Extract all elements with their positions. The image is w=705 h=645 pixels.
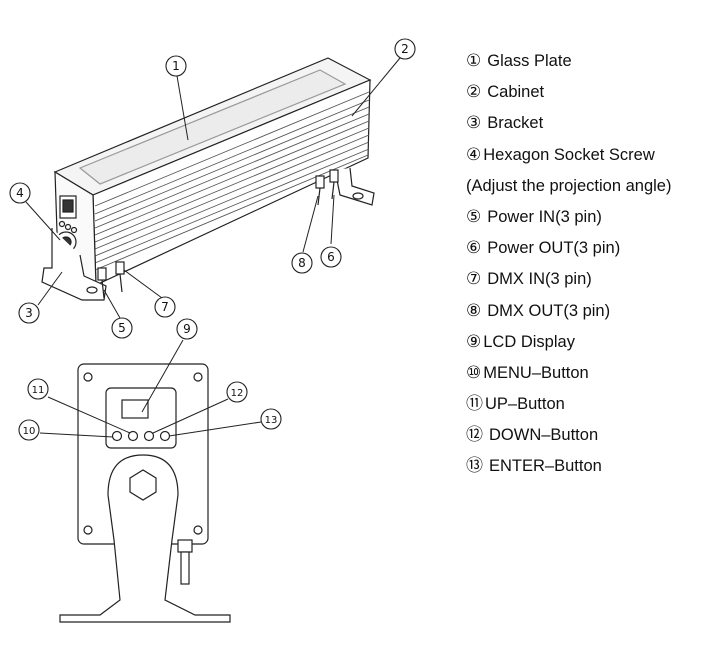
legend-item-dmx-in: ⑦ DMX IN(3 pin) <box>466 266 702 297</box>
callout-4: 4 <box>9 182 31 204</box>
legend-label: DOWN–Button <box>489 426 599 445</box>
legend-label: UP–Button <box>485 395 565 414</box>
end-panel-view <box>59 363 231 623</box>
callout-6: 6 <box>320 246 342 268</box>
legend-label: DMX IN(3 pin) <box>487 270 592 289</box>
legend-number: ⑨ <box>466 331 482 352</box>
legend-label: DMX OUT(3 pin) <box>487 301 611 320</box>
callout-10: 10 <box>18 419 40 441</box>
legend-number: ⑥ <box>466 238 482 259</box>
svg-text:13: 13 <box>265 415 278 426</box>
callout-8: 8 <box>291 252 313 274</box>
fixture-body <box>41 57 375 301</box>
legend-item-cabinet: ② Cabinet <box>466 79 702 110</box>
legend-number: ⑦ <box>466 269 482 290</box>
svg-text:5: 5 <box>118 321 126 335</box>
svg-text:8: 8 <box>298 256 306 270</box>
legend-item-enter-button: ⑬ ENTER–Button <box>466 453 702 484</box>
legend-item-glass-plate: ① Glass Plate <box>466 48 702 79</box>
svg-text:12: 12 <box>231 388 244 399</box>
legend-item-power-out: ⑥ Power OUT(3 pin) <box>466 235 702 266</box>
bracket <box>41 228 107 301</box>
svg-text:11: 11 <box>32 385 45 396</box>
callout-12: 12 <box>226 381 248 403</box>
legend-item-power-in: ⑤ Power IN(3 pin) <box>466 204 702 235</box>
callout-2: 2 <box>394 38 416 60</box>
legend-item-down-button: ⑫ DOWN–Button <box>466 422 702 453</box>
callout-3: 3 <box>18 302 40 324</box>
connectors-left <box>97 261 125 299</box>
callouts: 1 2 3 4 5 6 7 8 9 10 11 12 13 <box>9 38 416 441</box>
legend-item-bracket: ③ Bracket <box>466 110 702 141</box>
legend-label: Cabinet <box>487 83 545 102</box>
callout-1: 1 <box>165 55 187 77</box>
legend-item-note: (Adjust the projection angle) <box>466 173 702 204</box>
legend-label: ENTER–Button <box>489 457 602 476</box>
legend-number: ⑫ <box>466 425 483 446</box>
legend-label: Glass Plate <box>487 52 572 70</box>
down-button <box>143 430 155 442</box>
svg-text:6: 6 <box>327 250 335 264</box>
legend-number: ⑪ <box>466 394 483 415</box>
legend-label: Bracket <box>487 114 544 133</box>
lcd-display <box>121 399 149 419</box>
menu-button <box>111 430 123 442</box>
legend-number: ② <box>466 82 482 103</box>
legend-number: ⑤ <box>466 206 482 227</box>
legend-number: ④ <box>466 144 482 165</box>
svg-text:1: 1 <box>172 59 180 73</box>
callout-7: 7 <box>154 296 176 318</box>
legend-label: Power IN(3 pin) <box>487 207 602 226</box>
svg-text:4: 4 <box>16 186 24 200</box>
legend-number: ⑧ <box>466 300 482 321</box>
fixture-diagram: 1 2 3 4 5 6 7 8 9 10 11 12 13 <box>9 38 416 623</box>
up-button <box>127 430 139 442</box>
svg-text:10: 10 <box>23 426 36 437</box>
svg-text:2: 2 <box>401 42 409 56</box>
svg-text:9: 9 <box>183 322 191 336</box>
callout-11: 11 <box>27 378 49 400</box>
legend-item-dmx-out: ⑧ DMX OUT(3 pin) <box>466 298 702 329</box>
leader-lines <box>25 57 401 438</box>
legend-label: (Adjust the projection angle) <box>466 176 672 195</box>
svg-text:7: 7 <box>161 300 169 314</box>
legend-label: LCD Display <box>483 332 575 351</box>
legend-number: ③ <box>466 113 482 134</box>
legend-label: Power OUT(3 pin) <box>487 239 621 258</box>
legend-number: ① <box>466 51 482 71</box>
svg-text:3: 3 <box>25 306 33 320</box>
callout-9: 9 <box>176 318 198 340</box>
callout-13: 13 <box>260 408 282 430</box>
legend-number: ⑩ <box>466 362 482 383</box>
connectors-right <box>315 169 339 206</box>
callout-5: 5 <box>111 317 133 339</box>
legend-label: MENU–Button <box>483 363 589 382</box>
legend-number: ⑬ <box>466 456 483 477</box>
legend-label: Hexagon Socket Screw <box>483 145 655 164</box>
